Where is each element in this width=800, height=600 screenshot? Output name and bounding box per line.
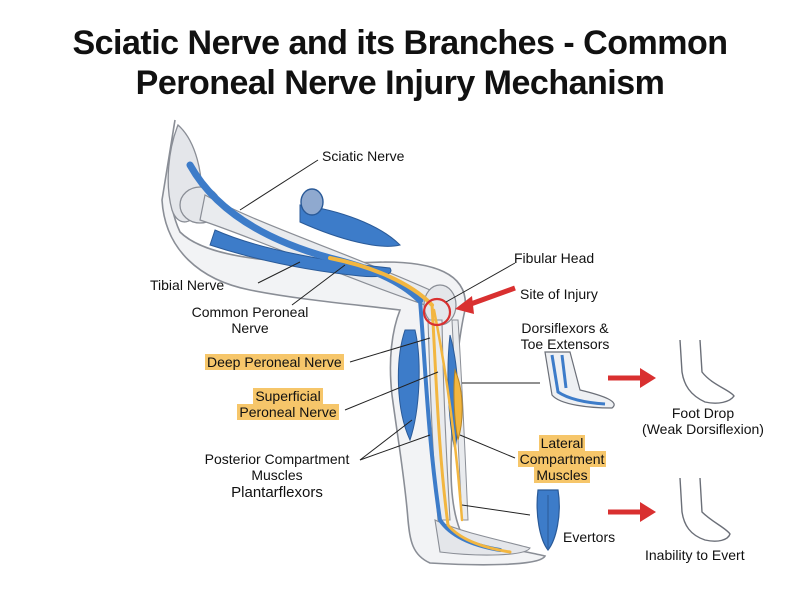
label-foot-drop: Foot Drop (Weak Dorsiflexion) [642,405,764,437]
evert-foot-icon [679,477,731,542]
label-superficial-peroneal: Superficial Peroneal Nerve [237,388,339,420]
injury-site-circle [422,297,452,327]
leader-lines [239,159,540,516]
evertor-inset [536,489,560,551]
label-common-peroneal: Common Peroneal Nerve [191,304,309,336]
label-posterior-compartment: Posterior Compartment Muscles Plantarfle… [204,451,350,501]
page-title-line2: Peroneal Nerve Injury Mechanism [135,64,665,102]
common-peroneal-nerve [328,256,434,307]
thigh-cross-section [300,188,324,216]
sciatic-nerve [186,161,424,304]
outcome-arrows [608,368,656,522]
deep-peroneal-nerve [430,303,512,554]
foot-drop-icon [679,339,735,404]
label-dorsiflexors: Dorsiflexors & Toe Extensors [520,320,610,352]
injury-arrowhead [455,296,474,314]
label-fibular-head: Fibular Head [514,250,595,266]
patella-bone [423,284,457,326]
posterior-calf-muscle [397,329,420,442]
label-site-of-injury: Site of Injury [520,286,598,302]
superficial-peroneal-nerve [432,308,464,522]
label-inability-to-evert: Inability to Evert [645,547,745,563]
label-tibial-nerve: Tibial Nerve [150,277,225,293]
label-evertors: Evertors [563,529,616,545]
label-lateral-compartment: Lateral Compartment Muscles [517,435,607,483]
thigh-muscle-upper [299,204,401,247]
injury-arrow [467,285,516,308]
label-deep-peroneal: Deep Peroneal Nerve [205,354,344,370]
lateral-calf-muscle [453,368,463,441]
page-title-line1: Sciatic Nerve and its Branches - Common [72,24,728,62]
foot-bones [434,519,531,556]
label-sciatic-nerve: Sciatic Nerve [322,148,405,164]
dorsiflexor-inset [544,351,615,409]
